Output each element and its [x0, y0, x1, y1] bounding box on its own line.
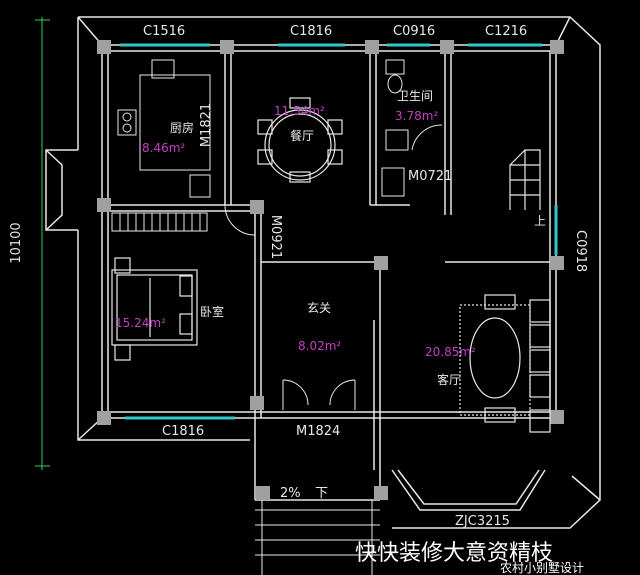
room-name-bath: 卫生间 [397, 89, 433, 103]
window-label-stairs: C1216 [485, 24, 527, 39]
columns [97, 40, 564, 500]
dining-table [257, 97, 343, 183]
door-swings [224, 204, 356, 410]
room-name-dining: 餐厅 [290, 128, 314, 143]
dimension-line [35, 17, 50, 470]
door-label-bedroom: M0921 [268, 215, 283, 259]
bay-window [391, 469, 546, 511]
stairs-up-label: 上 [534, 214, 546, 228]
room-area-bath: 3.78m² [395, 109, 438, 123]
window-label-bedroom: C1816 [162, 424, 204, 439]
door-label-bath: M0721 [408, 169, 452, 184]
bed [111, 257, 198, 361]
room-area-dining: 11.54m² [274, 104, 325, 118]
hall-stair-grid [111, 212, 208, 232]
watermark-main: 快快装修大意资精枝 [355, 541, 553, 566]
porch-down-label: 下 [315, 486, 328, 501]
dimension-label: 10100 [9, 222, 24, 263]
door-label-entry: M1824 [296, 424, 340, 439]
window-marks [120, 43, 558, 420]
room-name-living: 客厅 [437, 372, 461, 387]
eave-outline [45, 16, 601, 529]
window-label-dining: C1816 [290, 24, 332, 39]
room-area-bedroom: 15.24m² [115, 316, 166, 330]
bath-fixtures [381, 59, 443, 197]
living-sofa [459, 294, 551, 433]
watermark-sub: 农村小别墅设计 [500, 561, 584, 575]
room-name-kitchen: 厨房 [170, 120, 194, 135]
porch-slope-label: 2% [280, 486, 301, 501]
room-area-foyer: 8.02m² [298, 339, 341, 353]
window-label-bay: ZJC3215 [455, 514, 510, 529]
door-label-kitchen: M1821 [199, 103, 214, 147]
window-label-bath: C0916 [393, 24, 435, 39]
porch-steps [255, 500, 380, 575]
room-area-living: 20.85m² [425, 345, 476, 359]
window-label-kitchen: C1516 [143, 24, 185, 39]
staircase [509, 149, 541, 210]
kitchen-fixtures [117, 59, 211, 198]
room-name-foyer: 玄关 [307, 300, 331, 315]
window-label-stair-side: C0918 [573, 230, 588, 272]
room-area-kitchen: 8.46m² [142, 141, 185, 155]
room-name-bedroom: 卧室 [200, 304, 224, 319]
